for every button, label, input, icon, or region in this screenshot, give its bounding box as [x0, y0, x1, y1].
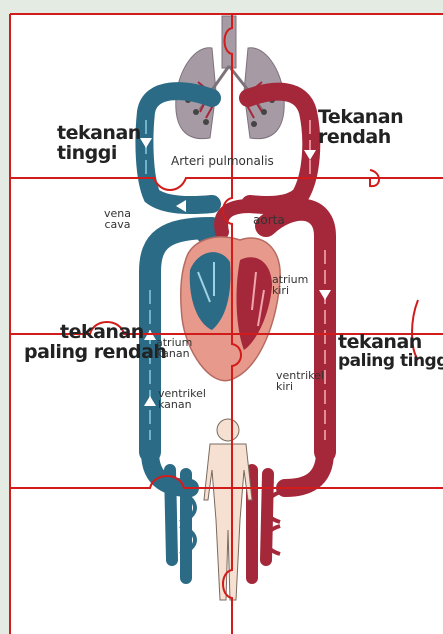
label-arteri-pulmonalis: Arteri pulmonalis — [171, 155, 274, 167]
label-ventrikel-kiri: ventrikel kiri — [276, 370, 324, 392]
label-tekanan-rendah-line1: Tekanan — [318, 108, 403, 127]
label-ventrikel-kiri-line2: kiri — [276, 381, 324, 392]
label-aorta: aorta — [253, 214, 285, 226]
label-tekanan-rendah-line2: rendah — [318, 128, 403, 147]
label-tekanan-tinggi-line1: tekanan — [57, 124, 141, 143]
label-vena-cava: vena cava — [104, 208, 131, 230]
label-tekanan-paling-tinggi: tekanan paling tinggi — [338, 333, 443, 370]
label-tekanan-paling-tinggi-line1: tekanan — [338, 333, 443, 352]
label-tekanan-tinggi-line2: tinggi — [57, 144, 141, 163]
label-vena-cava-line2: cava — [104, 219, 131, 230]
label-atrium-kiri: atrium kiri — [272, 274, 308, 296]
label-atrium-kanan: atrium kanan — [156, 337, 192, 359]
label-tekanan-paling-rendah-line1: tekanan — [24, 323, 166, 342]
label-tekanan-paling-rendah: tekanan paling rendah — [24, 323, 166, 362]
label-atrium-kiri-line2: kiri — [272, 285, 308, 296]
label-tekanan-tinggi: tekanan tinggi — [57, 124, 141, 163]
label-tekanan-paling-rendah-line2: paling rendah — [24, 343, 166, 362]
label-ventrikel-kanan: ventrikel kanan — [158, 388, 206, 410]
label-ventrikel-kanan-line2: kanan — [158, 399, 206, 410]
label-tekanan-paling-tinggi-line2: paling tinggi — [338, 353, 443, 370]
label-atrium-kanan-line2: kanan — [156, 348, 192, 359]
label-tekanan-rendah: Tekanan rendah — [318, 108, 403, 147]
